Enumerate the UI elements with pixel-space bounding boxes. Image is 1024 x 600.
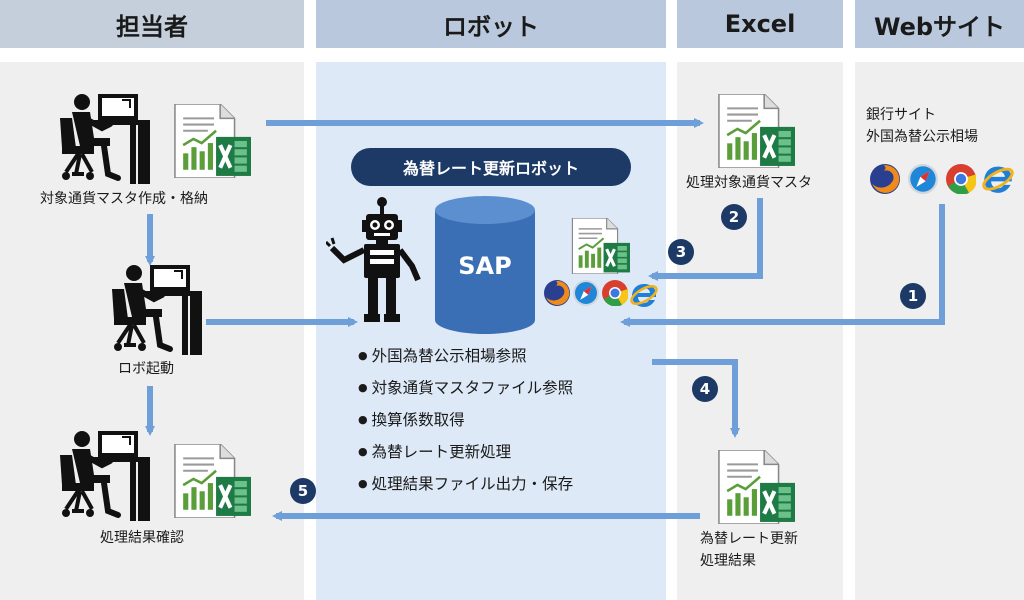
lane-header-web: Webサイト: [855, 0, 1024, 48]
lane-body-person: [0, 62, 304, 600]
excel-result-label-line1: 為替レート更新: [700, 531, 798, 547]
arrow-step1-web-to-robot: [620, 204, 945, 327]
arrow-step4-robot-to-excel: [652, 359, 740, 438]
person-at-desk-icon: [104, 265, 204, 355]
step-number-5: 5: [290, 478, 316, 504]
ie-icon: [982, 163, 1014, 194]
safari-icon: [573, 280, 599, 306]
step-number-2: 2: [721, 204, 747, 230]
lane-person: 担当者: [0, 0, 304, 600]
excel-result-label-line2: 処理結果: [700, 553, 756, 569]
chrome-icon: [946, 164, 976, 194]
step-number-3: 3: [668, 239, 694, 265]
lane-web: Webサイト: [855, 0, 1024, 600]
person-at-desk-icon: [52, 431, 152, 521]
step-label-confirm-result: 処理結果確認: [100, 530, 184, 546]
robot-title-badge: 為替レート更新ロボット: [351, 148, 631, 186]
step-label-create-master: 対象通貨マスタ作成・格納: [40, 191, 208, 207]
ie-icon: [630, 281, 658, 308]
robot-task-item: 為替レート更新処理: [358, 440, 573, 472]
person-at-desk-icon: [52, 94, 152, 184]
robot-task-item: 処理結果ファイル出力・保存: [358, 472, 574, 504]
robot-icon: [326, 197, 421, 322]
chrome-icon: [602, 280, 628, 306]
lane-header-robot: ロボット: [316, 0, 666, 48]
step-number-4: 4: [692, 376, 718, 402]
web-site-label-line2: 外国為替公示相場: [866, 129, 978, 145]
robot-task-item: 換算係数取得: [358, 408, 573, 440]
lane-body-web: [855, 62, 1024, 600]
sap-database-icon: [435, 196, 535, 334]
excel-file-icon: [174, 444, 254, 518]
firefox-icon: [544, 280, 570, 306]
lane-header-person: 担当者: [0, 0, 304, 48]
excel-file-icon: [718, 94, 798, 168]
robot-task-item: 対象通貨マスタファイル参照: [358, 376, 574, 408]
excel-file-icon: [174, 104, 254, 178]
safari-icon: [908, 164, 938, 194]
robot-task-item: 外国為替公示相場参照: [358, 344, 573, 376]
step-label-start-robot: ロボ起動: [118, 361, 174, 377]
excel-file-icon: [570, 218, 632, 274]
lane-header-excel: Excel: [677, 0, 843, 48]
sap-label: SAP: [458, 252, 512, 280]
arrow-step2-3-excel-to-robot: [648, 198, 763, 281]
robot-task-list: 外国為替公示相場参照 対象通貨マスタファイル参照 換算係数取得 為替レート更新処…: [358, 344, 574, 504]
excel-file-icon: [718, 450, 798, 524]
step-number-1: 1: [900, 283, 926, 309]
excel-master-label: 処理対象通貨マスタ: [686, 175, 812, 191]
firefox-icon: [870, 164, 900, 194]
web-site-label-line1: 銀行サイト: [866, 107, 936, 123]
